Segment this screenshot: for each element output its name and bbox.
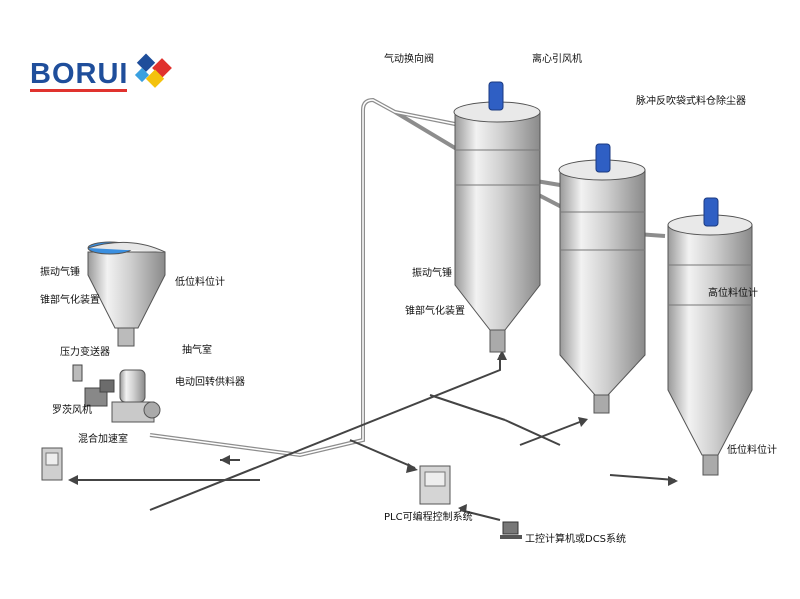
computer-terminal [500,521,522,539]
plc-cabinet [419,465,451,505]
brand-underline [30,89,127,92]
label-roots-blower: 罗茨风机 [52,405,92,416]
feeder-assembly [72,364,161,423]
label-cone-aerator-silo: 锥部气化装置 [405,306,465,317]
label-vibrator-left: 振动气锤 [40,267,80,278]
label-dcs: 工控计算机或DCS系统 [525,534,627,545]
control-cabinet-left [41,447,63,481]
brand-name: BORUI [30,58,129,90]
brand-logo-mark [134,53,172,88]
label-vibrator-silo: 振动气锤 [412,268,452,279]
label-centrifugal-fan: 离心引风机 [532,54,582,65]
feed-hopper [87,241,166,347]
label-pressure-transmitter: 压力变送器 [60,347,110,358]
silo-3 [667,197,753,476]
arrow-heads [68,350,678,513]
silo-2 [558,143,646,414]
label-pulse-dust-collector: 脉冲反吹袋式料仓除尘器 [636,96,746,107]
label-rotary-feeder: 电动回转供料器 [175,377,245,388]
label-cone-aerator-left: 锥部气化装置 [40,295,100,306]
label-plc: PLC可编程控制系统 [384,512,473,523]
label-low-level-right: 低位料位计 [727,445,777,456]
silo-1 [453,81,541,353]
label-exhaust-chamber: 抽气室 [182,345,212,356]
label-high-level: 高位料位计 [708,288,758,299]
pipe-highlight [149,99,461,456]
label-pneumatic-valve: 气动换向阀 [384,54,434,65]
label-low-level-left: 低位料位计 [175,277,225,288]
label-mixing-chamber: 混合加速室 [78,434,128,445]
